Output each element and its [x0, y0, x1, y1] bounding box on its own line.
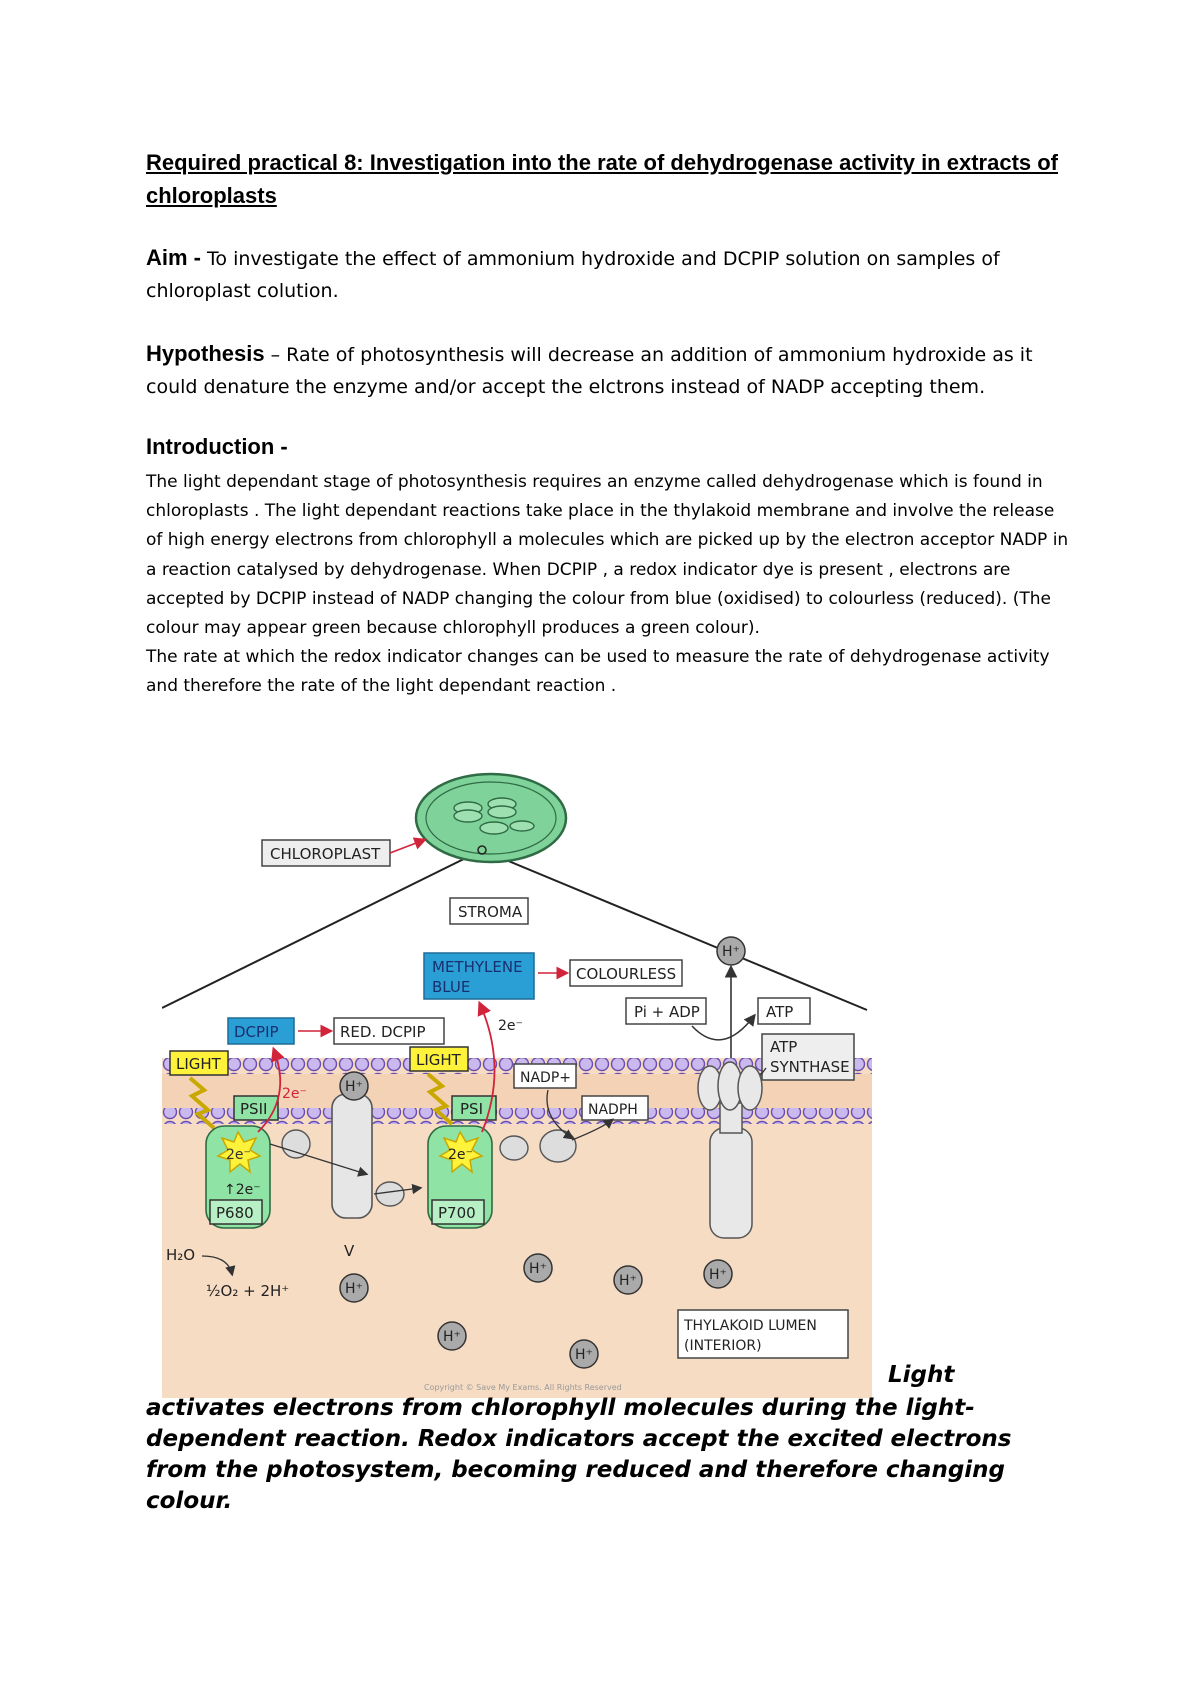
colourless-label: COLOURLESS [576, 965, 676, 983]
chloroplast-icon [414, 772, 568, 864]
h-ion-label-3: H⁺ [529, 1261, 547, 1277]
h-ion-label-7: H⁺ [575, 1347, 593, 1363]
aim-paragraph: Aim - To investigate the effect of ammon… [146, 242, 1076, 307]
psi-label: PSI [460, 1100, 483, 1118]
page-title: Required practical 8: Investigation into… [146, 150, 1059, 208]
lightning-icon-1 [188, 1076, 216, 1130]
psii-label: PSII [240, 1100, 267, 1118]
stroma-label: STROMA [458, 903, 523, 921]
zoom-line-left [162, 849, 483, 1009]
introduction-paragraph-2: The rate at which the redox indicator ch… [146, 647, 1050, 697]
nadph-label: NADPH [588, 1102, 638, 1118]
light-label-1: LIGHT [176, 1055, 222, 1073]
h-ion-label-6: H⁺ [443, 1329, 461, 1345]
red-dcpip-label: RED. DCPIP [340, 1023, 426, 1041]
h-ion-label-1: H⁺ [345, 1079, 363, 1095]
light-label-2: LIGHT [416, 1051, 462, 1069]
two-e-label-4: 2e⁻ [498, 1018, 523, 1034]
hypothesis-paragraph: Hypothesis – Rate of photosynthesis will… [146, 338, 1076, 403]
h-ion-label-4: H⁺ [619, 1273, 637, 1289]
hypothesis-text: – Rate of photosynthesis will decrease a… [146, 344, 1033, 398]
atp-synthase-label-2: SYNTHASE [770, 1058, 850, 1076]
chloroplast-label-box [261, 839, 391, 867]
two-e-label-1: 2e⁻ [226, 1147, 251, 1163]
aim-label: Aim - [146, 245, 201, 270]
atp-label: ATP [766, 1003, 793, 1021]
methylene-blue-label-2: BLUE [432, 978, 470, 996]
light-box-1: LIGHT [169, 1050, 229, 1076]
atp-synthase-icon [697, 1061, 763, 1239]
h2o-label: H₂O [166, 1246, 195, 1264]
excited-electron-star-1 [216, 1130, 262, 1174]
dcpip-box [227, 1017, 295, 1045]
caption-first-word: Light [888, 1362, 955, 1388]
nadp-label: NADP+ [520, 1070, 571, 1086]
h-ion-label-top: H⁺ [722, 944, 740, 960]
chloroplast-label: CHLOROPLAST [270, 845, 381, 863]
copyright-text: Copyright © Save My Exams. All Rights Re… [424, 1383, 622, 1392]
methylene-blue-label-1: METHYLENE [432, 958, 523, 976]
pi-adp-label: Pi + ADP [634, 1003, 700, 1021]
thylakoid-label-2: (INTERIOR) [684, 1338, 762, 1354]
h-ion-label-2: H⁺ [345, 1281, 363, 1297]
lightning-icon-2 [426, 1072, 454, 1126]
two-e-label-3: 2e⁻ [448, 1147, 473, 1163]
photosystem-layer: LIGHT LIGHT PSII 2e⁻ ↑2e⁻ P680 2e⁻ H⁺ V … [166, 1000, 849, 1392]
light-box-2: LIGHT [409, 1046, 469, 1072]
p680-label: P680 [216, 1204, 254, 1222]
introduction-body: The light dependant stage of photosynthe… [146, 468, 1076, 702]
introduction-paragraph-1: The light dependant stage of photosynthe… [146, 472, 1069, 639]
zoom-line-right [481, 849, 868, 1011]
aim-text: To investigate the effect of ammonium hy… [146, 248, 1000, 302]
cytochrome-complex [331, 1093, 373, 1219]
h-ion-label-5: H⁺ [709, 1267, 727, 1283]
two-e-label-2: 2e⁻ [282, 1086, 307, 1102]
p700-label: P700 [438, 1204, 476, 1222]
introduction-heading: Introduction - [146, 434, 288, 459]
figure-caption: activates electrons from chlorophyll mol… [146, 1395, 1012, 1514]
methylene-blue-box [423, 952, 535, 1000]
excited-electron-star-2 [438, 1130, 484, 1174]
thylakoid-label-1: THYLAKOID LUMEN [683, 1318, 817, 1334]
hypothesis-label: Hypothesis [146, 341, 265, 366]
atp-synthase-label-1: ATP [770, 1038, 797, 1056]
dcpip-label: DCPIP [234, 1023, 279, 1041]
o2-products-label: ½O₂ + 2H⁺ [206, 1282, 289, 1300]
v-label: V [344, 1242, 355, 1260]
two-e-label-up: ↑2e⁻ [224, 1182, 261, 1198]
